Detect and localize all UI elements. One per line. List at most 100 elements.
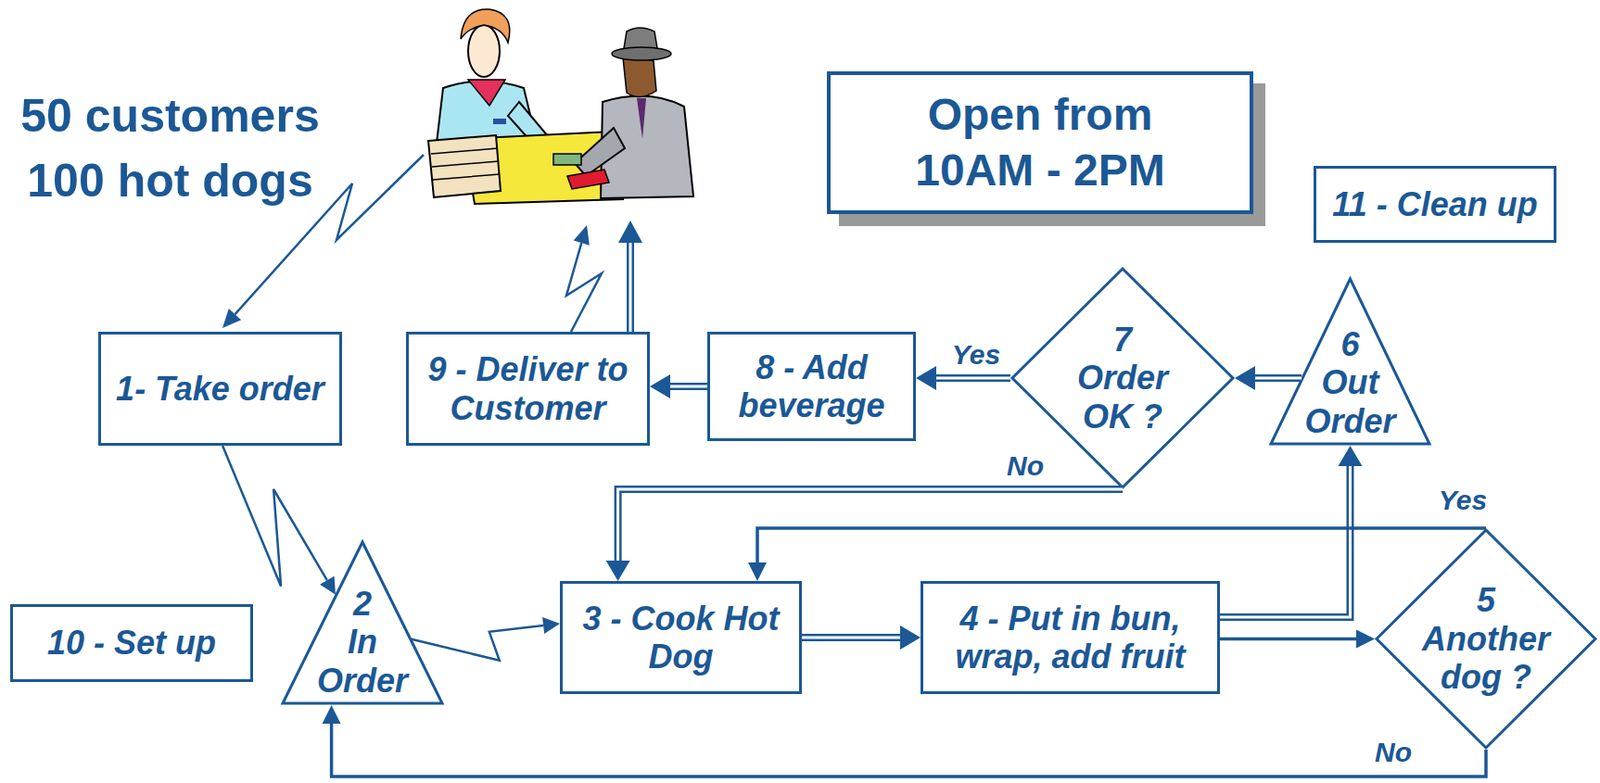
arrow-head [1338,445,1363,467]
lightning-line [222,445,328,587]
step-number: 7 [1113,320,1132,359]
hot-dog-package [567,169,610,190]
arrow-head [606,560,631,582]
arrow-head [573,225,590,246]
flow-arrow [322,705,1486,777]
node-text: 11 - Clean up [1332,185,1537,224]
double-line-gap [670,385,708,389]
flow-arrow [748,528,1486,582]
node-text: 4 - Put in bun, wrap, add fruit [928,599,1212,677]
arrow-head [1356,630,1375,649]
process-box: 11 - Clean up [1313,165,1557,243]
lightning-line [411,625,544,661]
arrow-head [748,562,767,582]
customer-arm [574,127,625,177]
double-line-gap [618,489,1123,561]
arrow-head [618,220,643,243]
flow-arrow [1234,366,1302,391]
decision-diamond: 7Order OK ? [1010,266,1235,490]
node-text: Order OK ? [1077,358,1169,436]
process-box: 3 - Cook Hot Dog [559,581,802,695]
node-body: 3 - Cook Hot Dog [562,584,800,692]
double-line [1255,374,1302,382]
node-body: Open from 10AM - 2PM [830,75,1250,211]
volume-note: 50 customers 100 hot dogs [5,83,335,214]
node-body: 1- Take order [101,334,340,444]
double-line [1219,466,1351,618]
arrow-head [915,366,937,391]
clerk-hair [460,9,510,43]
edge-label: No [1374,736,1412,769]
double-line-gap [1219,466,1351,618]
lightning-line [566,242,602,332]
node-text: 1- Take order [115,369,325,408]
flow-arrow [1219,630,1375,649]
arrow-head [900,625,921,650]
arrow-head [319,576,336,596]
clerk-scarf [468,79,506,106]
hat-brim [611,47,672,61]
node-text: 9 - Deliver to Customer [414,350,642,428]
double-line [618,489,1123,561]
node-text: 3 - Cook Hot Dog [568,599,794,677]
node-text: Another dog ? [1422,620,1550,698]
info-flow-arrow [411,617,560,661]
arrow-head [1234,366,1256,391]
customer-face [622,56,657,98]
double-line-gap [801,636,901,640]
flow-line [1219,637,1357,642]
inventory-triangle: 6Out Order [1269,277,1432,446]
node-body: 4 - Put in bun, wrap, add fruit [923,584,1218,692]
double-line [801,634,901,642]
process-box: 10 - Set up [10,604,254,683]
node-body: 2In Order [280,540,445,706]
name-badge [493,118,507,125]
edge-label: Yes [952,339,1001,371]
process-box: 4 - Put in bun, wrap, add fruit [920,581,1220,695]
material-flow-arrow [618,220,643,332]
node-body: 10 - Set up [12,607,251,680]
decision-diamond: 5Another dog ? [1374,528,1598,750]
clerk-face [468,25,500,77]
info-flow-arrow [566,225,602,332]
arrow-head [649,374,671,399]
node-body: 11 - Clean up [1316,168,1554,241]
money [553,153,582,166]
double-line [936,374,1011,382]
flow-arrow [801,625,921,650]
process-box: 8 - Add beverage [707,331,916,442]
node-text: Out Order [1304,363,1396,441]
node-body: 5Another dog ? [1374,528,1598,750]
step-number: 5 [1476,581,1496,620]
flow-arrow [1219,445,1363,618]
flow-arrow [606,489,1123,582]
node-text: In Order [317,622,408,700]
node-body: 7Order OK ? [1010,266,1235,490]
flow-line [331,723,1486,777]
node-body: 6Out Order [1269,277,1432,446]
double-line-gap [936,377,1011,381]
double-line [670,382,708,391]
inventory-triangle: 2In Order [280,540,445,706]
node-text: 10 - Set up [47,623,216,662]
triangle-outline [1270,279,1430,445]
node-text: Open from 10AM - 2PM [887,87,1194,199]
register-lines [431,148,500,180]
arrow-head [222,308,242,329]
edge-label: Yes [1438,484,1487,517]
clerk-customer-illustration [428,9,694,204]
arrow-head [542,617,560,635]
edge-label: No [1006,450,1044,483]
process-box: 1- Take order [98,331,343,446]
info-flow-arrow [222,445,336,596]
flow-arrow [649,374,708,399]
arrow-head [322,705,342,724]
step-number: 2 [353,584,372,623]
double-line-gap [1255,377,1302,381]
hours-box: Open from 10AM - 2PM [826,71,1254,215]
flow-line [757,528,1486,563]
process-box: 9 - Deliver to Customer [406,331,650,446]
customer-tie [636,98,647,140]
step-number: 6 [1340,325,1359,364]
